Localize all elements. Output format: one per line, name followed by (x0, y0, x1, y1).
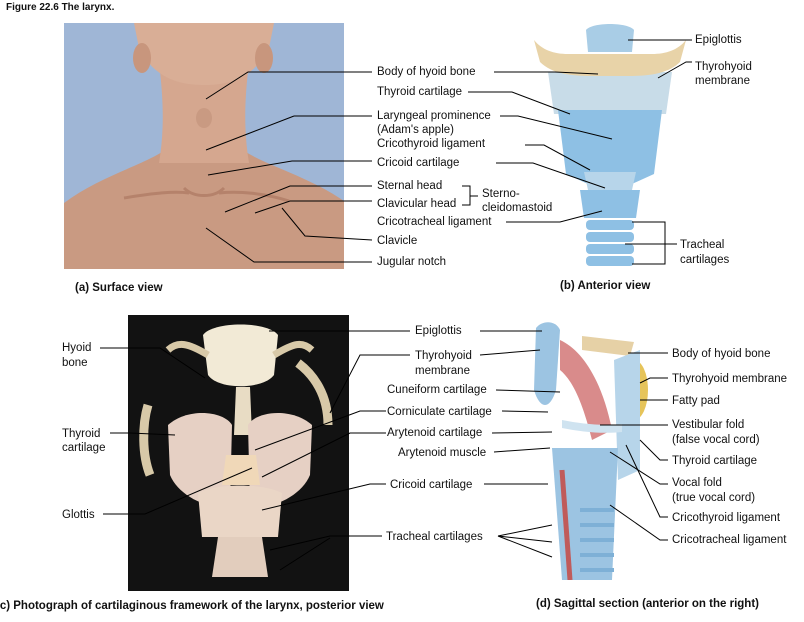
leader-thyrohyoid-b (657, 61, 692, 79)
leader-vocal-d (609, 451, 668, 485)
leader-tracheal-c (269, 535, 382, 551)
label-thyrohyoid-c: Thyrohyoid (415, 350, 472, 362)
label-glottis-c: Glottis (62, 509, 95, 521)
leader-hyoid-c (100, 347, 206, 379)
label-thyroid-cartilage-a: Thyroid cartilage (377, 86, 463, 98)
label-thyrohyoid-membrane-d: Thyrohyoid membrane (672, 373, 788, 385)
label-body-of-hyoid-bone-a: Body of hyoid bone (377, 66, 476, 78)
leader-clavicle (281, 207, 373, 241)
leader-cricothyroid-d (625, 444, 668, 518)
leader-cricotracheal-d (609, 504, 668, 541)
sagittal-section-drawing (522, 320, 652, 580)
leader-thyrohyoid-membrane-d (639, 377, 668, 384)
label-epiglottis-c: Epiglottis (415, 325, 462, 337)
label-clavicular-head: Clavicular head (377, 198, 457, 210)
leader-cuneiform-d (495, 389, 561, 393)
leader-thyroid-d (639, 439, 668, 461)
leader-cricothyroid-b (525, 144, 591, 171)
label-thyroid-cartilage-d: Thyroid cartilage (672, 455, 758, 467)
figure-title: Figure 22.6 The larynx. (6, 2, 115, 13)
leader-hyoid-a (205, 71, 372, 100)
leader-cricotracheal-b (506, 210, 603, 223)
label-clavicle: Clavicle (377, 235, 418, 247)
label-tracheal-cartilages-b: cartilages (680, 254, 730, 266)
leader-cricoid-a (207, 160, 372, 176)
leader-cricoid-c (261, 483, 386, 511)
label-thyrohyoid-b: Thyrohyoid (695, 61, 752, 73)
leader-corniculate-d (501, 410, 549, 413)
leader-sternal (224, 185, 372, 213)
label-jugular-notch: Jugular notch (377, 256, 447, 268)
label-arytenoid-cartilage: Arytenoid cartilage (387, 427, 483, 439)
label-fatty-pad: Fatty pad (672, 395, 720, 407)
posterior-view-photo (128, 315, 349, 591)
caption-d: (d) Sagittal section (anterior on the ri… (536, 598, 759, 610)
label-cricothyroid-ligament-d: Cricothyroid ligament (672, 512, 781, 524)
label-epiglottis-b: Epiglottis (695, 34, 742, 46)
label-arytenoid-muscle: Arytenoid muscle (398, 447, 487, 459)
anterior-view-drawing (528, 22, 692, 274)
label-adams-apple: (Adam's apple) (377, 124, 454, 136)
label-cartilage-c: cartilage (62, 442, 106, 454)
label-thyroid-c: Thyroid (62, 428, 101, 440)
leader-arytenoid-muscle-d (493, 447, 551, 453)
label-tracheal-b: Tracheal (680, 239, 725, 251)
caption-c: (c) Photograph of cartilaginous framewor… (0, 600, 384, 612)
label-membrane-c: membrane (415, 365, 470, 377)
label-body-of-hyoid-bone-d: Body of hyoid bone (672, 348, 771, 360)
leader-thyroid-b (468, 91, 571, 115)
label-cricoid-cartilage-a: Cricoid cartilage (377, 157, 460, 169)
label-cuneiform-cartilage: Cuneiform cartilage (387, 384, 487, 396)
label-cricotracheal-ligament-b: Cricotracheal ligament (377, 216, 492, 228)
leader-clavicular (254, 200, 372, 214)
label-corniculate-cartilage: Corniculate cartilage (387, 406, 492, 418)
leader-hyoid-b (494, 71, 599, 75)
leader-jugular (205, 227, 372, 263)
leader-thyrohyoid-d (479, 349, 541, 356)
label-bone-c: bone (62, 357, 88, 369)
leader-prominence-b (500, 115, 613, 140)
leader-thyroid-c (110, 432, 176, 436)
label-cricoid-cartilage-c: Cricoid cartilage (390, 479, 473, 491)
label-true-vocal-cord: (true vocal cord) (672, 492, 756, 504)
label-thyrohyoid-membrane-b: membrane (695, 75, 750, 87)
label-sternal-head: Sternal head (377, 180, 443, 192)
caption-a: (a) Surface view (75, 282, 163, 294)
label-cleidomastoid: cleidomastoid (482, 202, 553, 214)
label-laryngeal-prominence: Laryngeal prominence (377, 110, 491, 122)
label-tracheal-cartilages-c: Tracheal cartilages (386, 531, 483, 543)
leader-glottis-c (103, 467, 253, 515)
caption-b: (b) Anterior view (560, 280, 651, 292)
label-hyoid-c: Hyoid (62, 342, 92, 354)
label-vocal-fold: Vocal fold (672, 477, 722, 489)
label-sterno: Sterno- (482, 188, 520, 200)
leader-cricoid-b (496, 162, 606, 189)
leader-arytenoid-d (491, 431, 553, 434)
surface-view-photo (64, 23, 344, 269)
leader-corniculate-c (254, 410, 386, 451)
label-vestibular-fold: Vestibular fold (672, 419, 745, 431)
leader-arytenoid-c (261, 432, 386, 478)
leader-thyrohyoid-c (329, 354, 410, 414)
label-false-vocal-cord: (false vocal cord) (672, 434, 760, 446)
label-cricotracheal-ligament-d: Cricotracheal ligament (672, 534, 787, 546)
label-cricothyroid-ligament-b: Cricothyroid ligament (377, 138, 486, 150)
